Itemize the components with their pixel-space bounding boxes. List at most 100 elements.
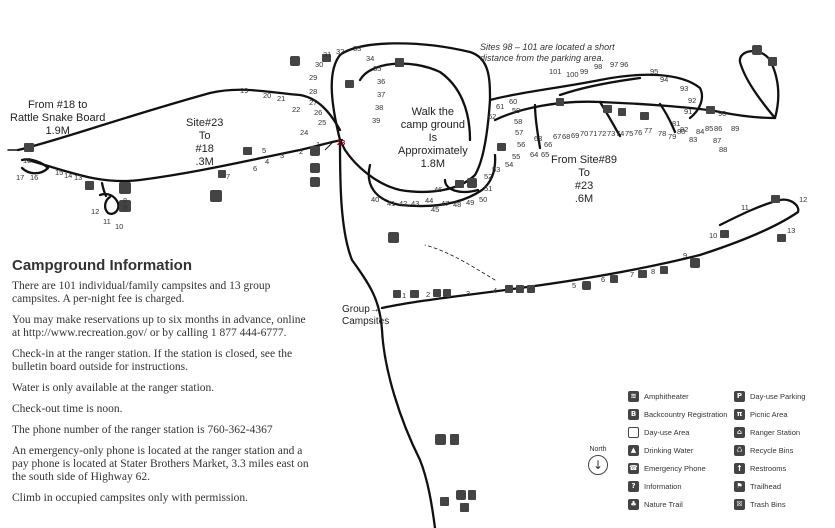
ranger-marker [395, 58, 404, 67]
info-marker [456, 490, 466, 500]
north-indicator: North ↓ [583, 446, 613, 475]
road-west-entry [16, 88, 342, 152]
road-lower-inner [443, 178, 480, 194]
day-use-parking-icon: P [734, 390, 745, 402]
info-paragraph: There are 101 individual/family campsite… [12, 280, 271, 305]
legend-item: ▲ Drinking Water [628, 442, 693, 458]
information-marker [310, 163, 320, 173]
ranger-marker [618, 108, 626, 116]
legend-item: ? Information [628, 478, 682, 494]
restrooms-icon: † [734, 462, 745, 474]
label-from-18: From #18 to Rattle Snake Board 1.9M [10, 99, 106, 137]
north-label: North [589, 446, 607, 453]
legend-item: † Restrooms [734, 460, 786, 476]
restroom-marker [771, 195, 780, 203]
restroom-marker [777, 234, 786, 242]
parking-marker [119, 200, 131, 212]
legend-label: Day-use Parking [750, 391, 806, 401]
trailhead-marker [450, 434, 459, 445]
legend-label: Restrooms [750, 463, 787, 473]
ranger-station-marker [85, 181, 94, 190]
information-icon: ? [628, 480, 639, 492]
legend-label: Backcountry Registration [644, 409, 728, 419]
legend-label: Trash Bins [750, 499, 786, 509]
recycle-bins-icon: ♺ [734, 444, 745, 456]
north-arrow-icon: ↓ [588, 455, 608, 475]
legend-label: Drinking Water [644, 445, 694, 455]
legend-label: Nature Trail [644, 499, 683, 509]
legend-item: ♣ Nature Trail [628, 496, 683, 512]
legend-label: Day-use Area [644, 427, 690, 437]
road-east [488, 73, 704, 120]
legend-item: ☒ Trash Bins [734, 496, 786, 512]
recycle-marker [310, 177, 320, 187]
info-paragraph: The phone number of the ranger station i… [12, 424, 273, 436]
restroom-marker [455, 180, 464, 188]
parking-marker [290, 56, 300, 66]
parking-marker [690, 258, 700, 268]
legend-label: Information [644, 481, 682, 491]
restroom-marker [345, 80, 354, 88]
backcountry-registration-icon: B [628, 408, 639, 420]
legend-label: Picnic Area [750, 409, 788, 419]
restroom-marker [640, 112, 649, 120]
road-lower-loop [367, 153, 497, 208]
road-east-spur-2 [598, 100, 622, 138]
map-icons [24, 45, 786, 512]
ranger-marker [556, 98, 564, 106]
info-paragraph: An emergency-only phone is located at th… [12, 445, 309, 483]
road-east-spur-1 [533, 103, 542, 150]
dashed-arrow-line [424, 244, 496, 281]
restroom-marker [322, 54, 331, 62]
phone-marker [468, 490, 476, 500]
legend-item: ♺ Recycle Bins [734, 442, 793, 458]
legend-item: ⚑ Trailhead [734, 478, 781, 494]
legend-label: Amphitheater [644, 391, 689, 401]
legend-item: ⌂Ranger Station [734, 424, 800, 440]
road-south-main [338, 138, 437, 528]
legend-label: Emergency Phone [644, 463, 706, 473]
restroom-marker [706, 106, 715, 114]
trailhead-icon: ⚑ [734, 480, 745, 492]
legend-label: Recycle Bins [750, 445, 794, 455]
parking-marker [119, 182, 131, 194]
parking-marker [210, 190, 222, 202]
legend-item: B Backcountry Registration [628, 406, 727, 422]
day-use-area-icon [628, 426, 639, 438]
emergency-phone-icon: ☎ [628, 462, 639, 474]
road-loop-18 [20, 158, 50, 175]
road-loop-9-stem [100, 181, 108, 198]
road-loop-9 [98, 192, 120, 215]
restroom-marker [24, 143, 34, 152]
label-walk-campground: Walk the camp ground Is Approximately 1.… [398, 106, 468, 170]
info-title: Campground Information [12, 257, 192, 274]
amphitheater-marker [388, 232, 399, 243]
info-paragraph: Check-out time is noon. [12, 403, 123, 415]
road-east-lower [493, 100, 777, 122]
restroom-marker [603, 105, 612, 113]
restroom-marker [440, 497, 449, 506]
drinking-water-icon: ▲ [628, 444, 639, 456]
info-paragraph: Water is only available at the ranger st… [12, 382, 215, 394]
info-paragraph: Check-in at the ranger station. If the s… [12, 348, 293, 373]
legend-item: ☎ Emergency Phone [628, 460, 706, 476]
legend-label: Trailhead [750, 481, 781, 491]
trash-bins-icon: ☒ [734, 498, 745, 510]
legend-item: P Day-use Parking [734, 388, 805, 404]
site-23-arrow [324, 141, 334, 151]
road-parking-loop [738, 50, 780, 120]
label-from-89: From Site#89 To #23 .6M [551, 154, 618, 205]
legend-item: Day-use Area [628, 424, 689, 440]
restroom-marker [497, 143, 506, 151]
picnic-marker [768, 57, 777, 66]
label-site-23: Site#23 To #18 .3M [186, 117, 224, 168]
legend-label: Ranger Station [750, 427, 801, 437]
legend-item: ≋Amphitheater [628, 388, 689, 404]
info-paragraph: Climb in occupied campsites only with pe… [12, 492, 249, 504]
nature-trail-icon: ♣ [628, 498, 639, 510]
label-group-campsites: Group→ Campsites [342, 304, 390, 327]
info-paragraph: You may make reservations up to six mont… [12, 314, 306, 339]
